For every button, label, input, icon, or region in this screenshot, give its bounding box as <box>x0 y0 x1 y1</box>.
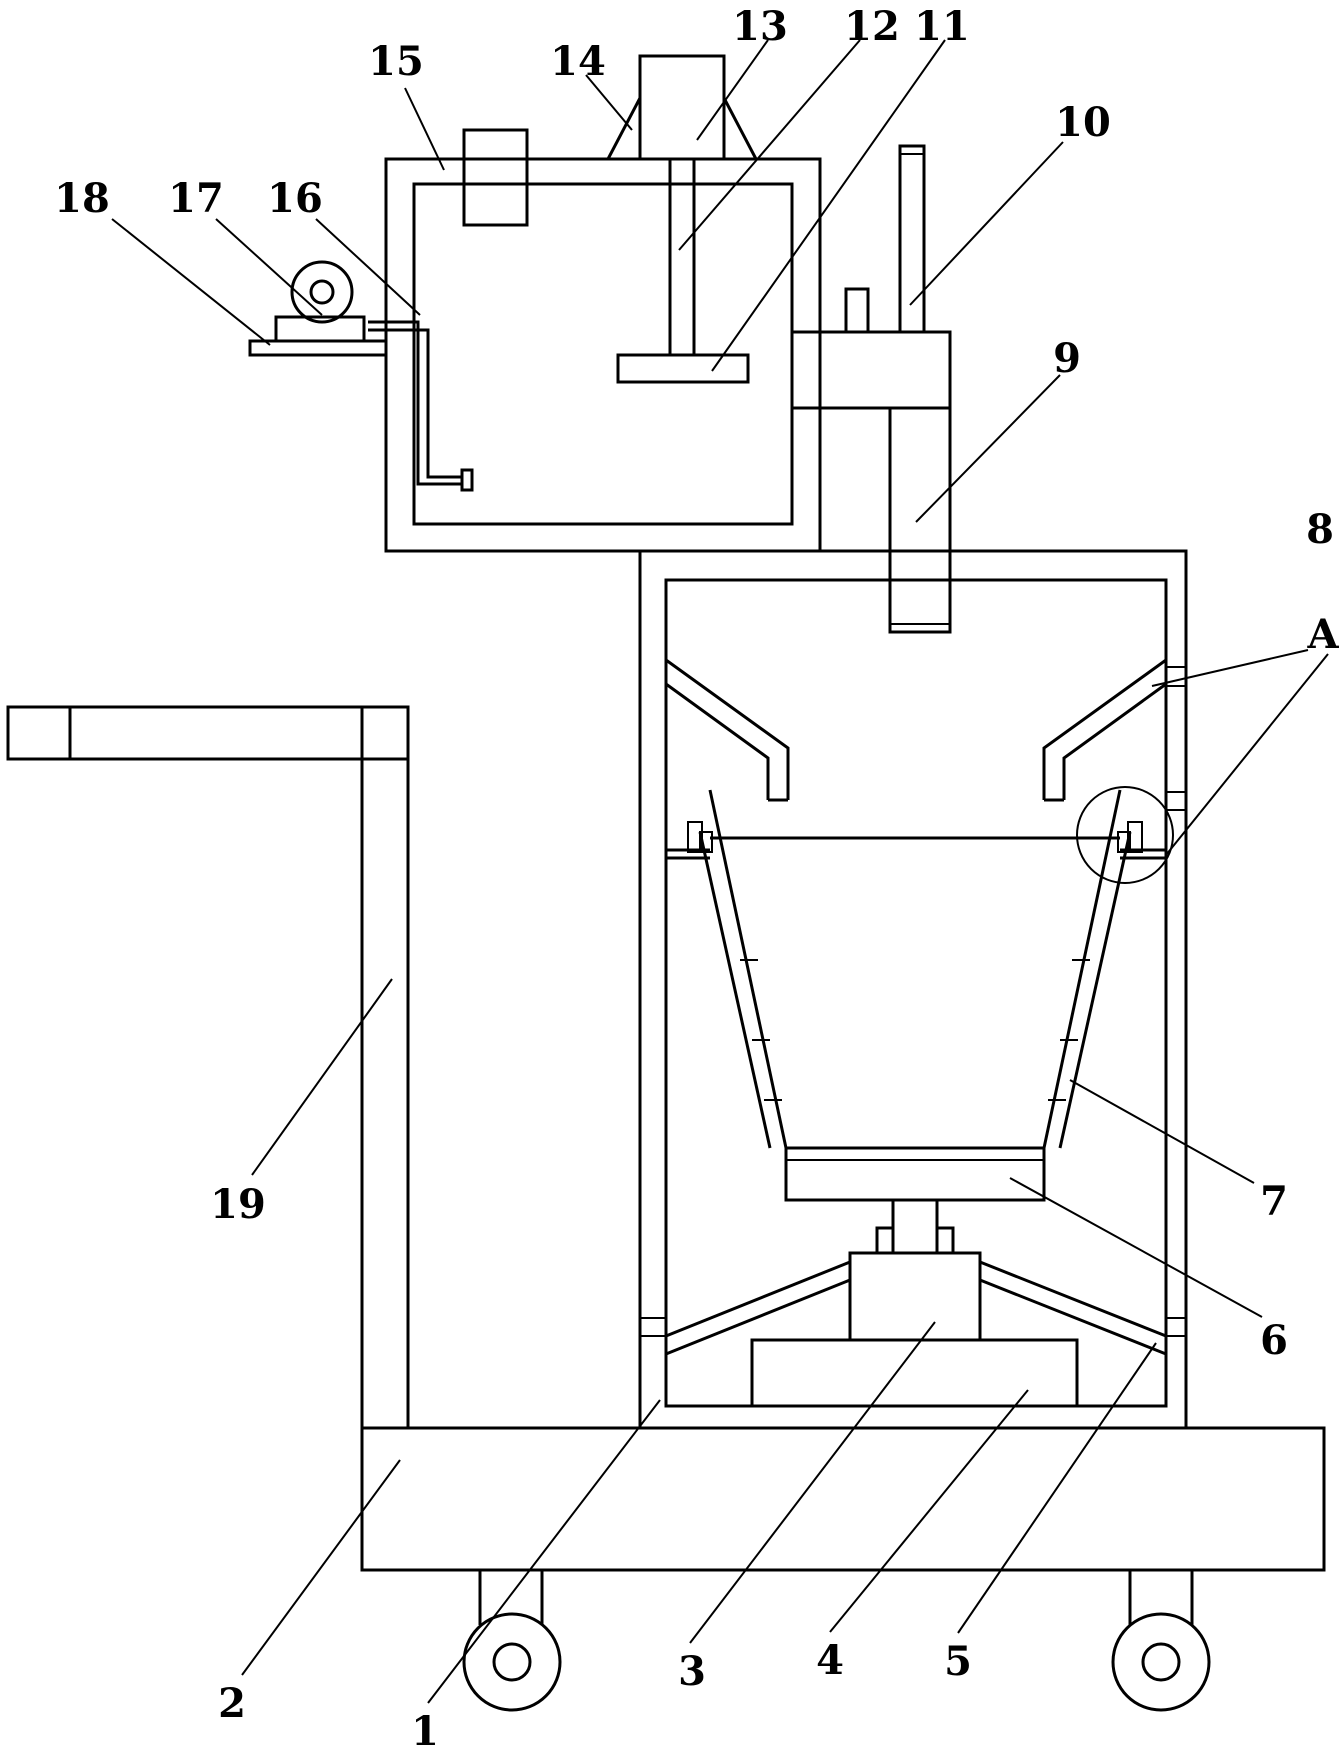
label-16: 16 <box>267 175 323 222</box>
water-pump <box>274 260 366 343</box>
label-17: 17 <box>168 175 224 222</box>
rotating-tray <box>784 1146 1046 1202</box>
label-11: 11 <box>914 3 970 50</box>
discharge-pipe <box>792 406 952 634</box>
right-hinge <box>1117 821 1166 860</box>
label-3: 3 <box>678 1648 706 1695</box>
stirring-motor <box>638 54 726 161</box>
label-10: 10 <box>1055 99 1111 146</box>
stirring-paddle <box>616 353 750 384</box>
pump-outlet <box>844 287 870 334</box>
part-labels: 1 2 3 4 5 6 7 8 9 10 11 12 13 14 15 16 1… <box>54 3 1339 1755</box>
stirring-shaft <box>668 157 696 357</box>
right-wheel <box>1111 1570 1211 1712</box>
label-8: 8 <box>1306 506 1334 553</box>
label-15: 15 <box>368 38 424 85</box>
motor <box>848 1198 982 1342</box>
label-7: 7 <box>1260 1178 1288 1225</box>
collapsible-wall-left <box>698 789 788 1149</box>
motor-bracket <box>606 97 758 160</box>
label-4: 4 <box>816 1637 844 1684</box>
mixing-tank <box>384 157 822 553</box>
label-18: 18 <box>54 175 110 222</box>
label-a: A <box>1306 611 1339 658</box>
feed-hopper <box>462 128 529 227</box>
water-pipe <box>368 320 474 492</box>
label-13: 13 <box>732 3 788 50</box>
vent-pipe <box>898 144 926 334</box>
baffle-left <box>665 658 790 802</box>
label-19: 19 <box>210 1181 266 1228</box>
support-struts <box>665 1260 1167 1356</box>
pump-mounting-plate <box>248 339 388 357</box>
label-2: 2 <box>218 1680 246 1727</box>
detail-a-circle <box>1076 786 1174 884</box>
collapsible-wall-right <box>1042 789 1132 1149</box>
push-handle <box>6 705 410 1428</box>
label-9: 9 <box>1053 335 1081 382</box>
label-6: 6 <box>1260 1317 1288 1364</box>
label-1: 1 <box>411 1708 439 1755</box>
label-12: 12 <box>844 3 900 50</box>
box-frame <box>638 549 1188 1430</box>
label-14: 14 <box>550 38 606 85</box>
pump-box <box>790 330 952 410</box>
leader-lines <box>111 39 1329 1704</box>
label-5: 5 <box>944 1638 972 1685</box>
base-plate <box>360 1426 1326 1572</box>
left-hinge <box>666 821 713 860</box>
baffle-right <box>1042 658 1167 802</box>
left-wheel <box>462 1570 562 1712</box>
